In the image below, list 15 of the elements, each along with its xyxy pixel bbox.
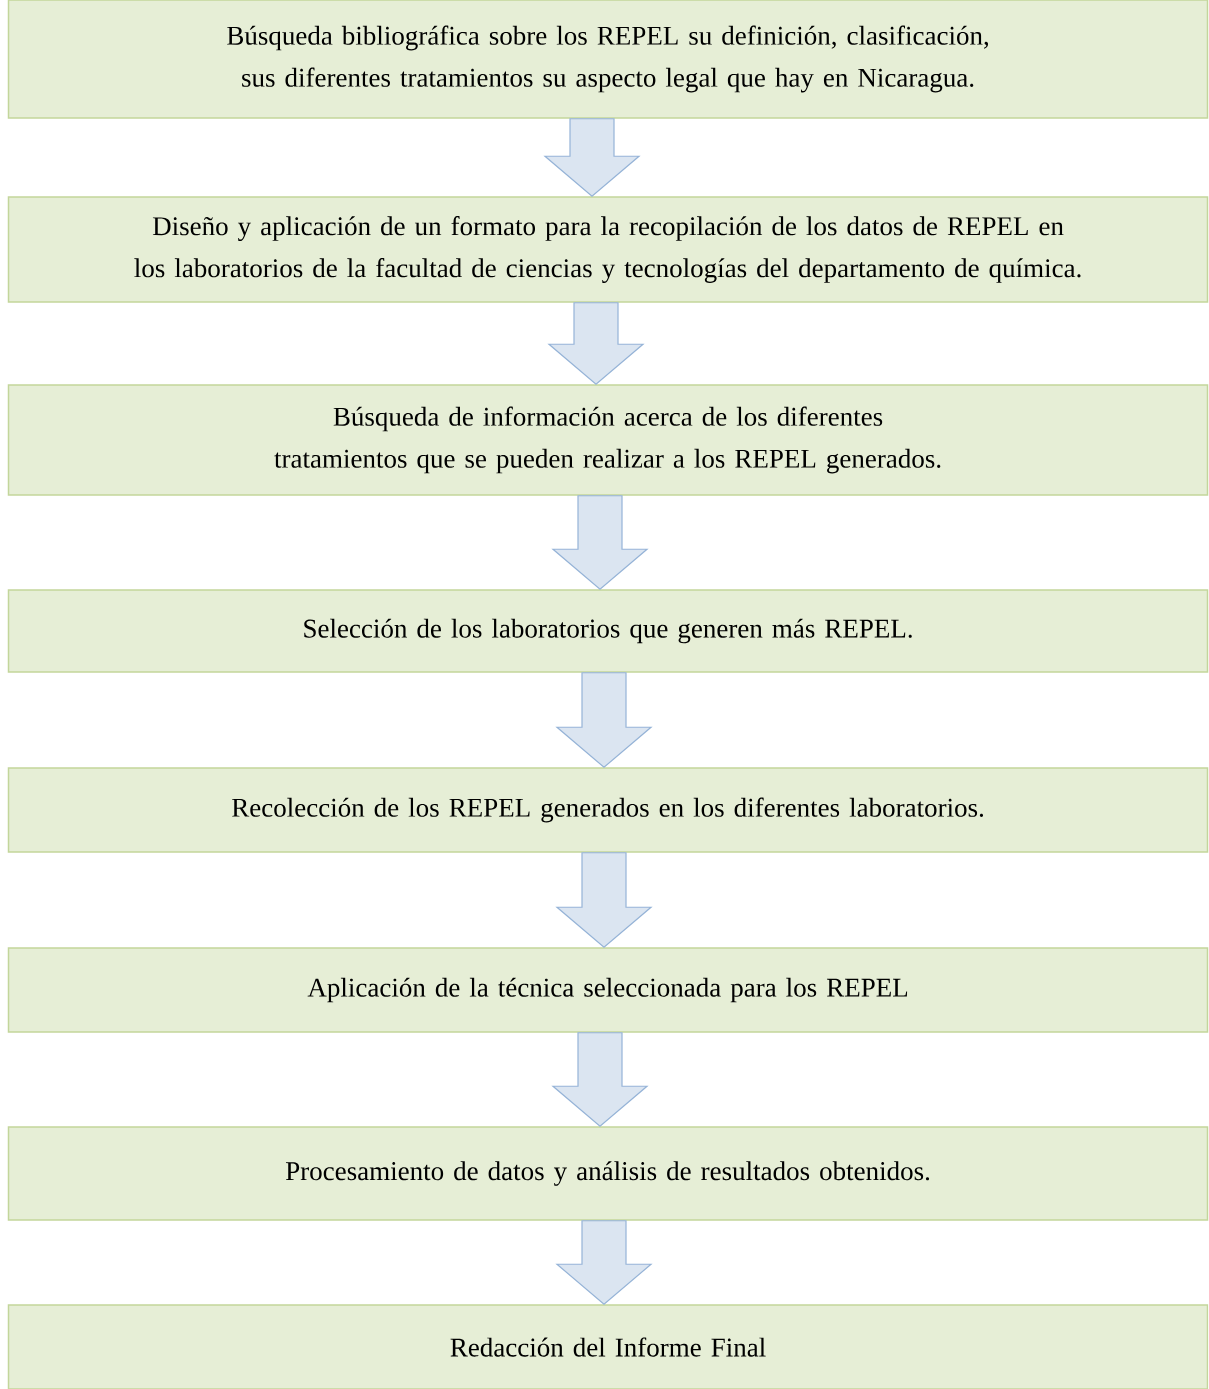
process-box: Redacción del Informe Final [7, 1304, 1209, 1389]
process-box: Diseño y aplicación de un formato para la recopilación de los datos de REPEL en los laboratorios de la facultad de ciencias y tecnologías del departamento de química. [7, 196, 1209, 303]
process-box: Recolección de los REPEL generados en los diferentes laboratorios. [7, 767, 1209, 853]
process-box: Procesamiento de datos y análisis de resultados obtenidos. [7, 1126, 1209, 1221]
process-box: Búsqueda de información acerca de los diferentes tratamientos que se pueden realizar a los REPEL generados. [7, 384, 1209, 496]
process-box: Aplicación de la técnica seleccionada para los REPEL [7, 947, 1209, 1033]
block-arrow [555, 852, 653, 949]
block-arrow [547, 302, 645, 386]
block-arrow [543, 118, 641, 198]
block-arrow [551, 495, 649, 591]
block-arrow [551, 1032, 649, 1128]
block-arrow [555, 672, 653, 769]
process-box: Selección de los laboratorios que generen más REPEL. [7, 589, 1209, 673]
block-arrow [555, 1220, 653, 1306]
process-box: Búsqueda bibliográfica sobre los REPEL su definición, clasificación, sus diferentes tratamientos su aspecto legal que hay en Nicaragua. [7, 0, 1209, 119]
